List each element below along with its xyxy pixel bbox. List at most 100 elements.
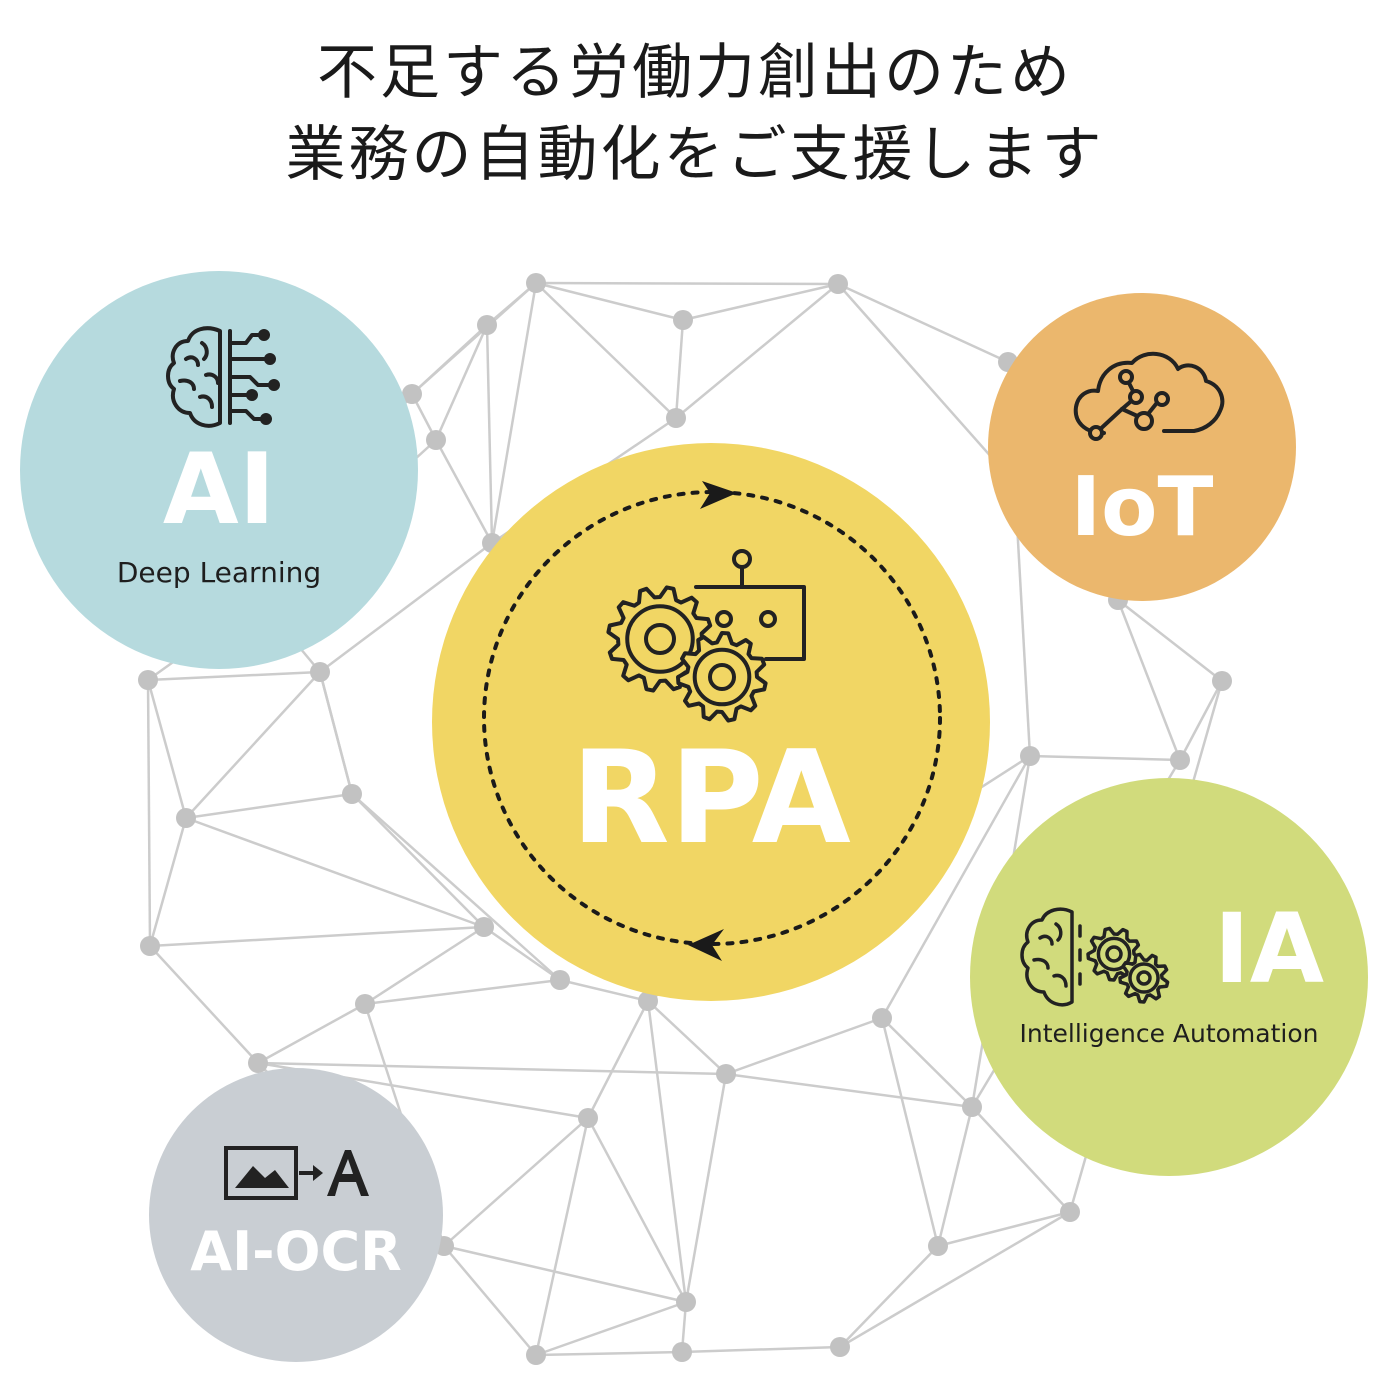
network-edge bbox=[725, 1072, 973, 1109]
network-node bbox=[828, 274, 848, 294]
network-node bbox=[477, 315, 497, 335]
iot-circle: IoT bbox=[988, 293, 1296, 601]
network-edge bbox=[149, 925, 485, 948]
network-node bbox=[474, 917, 494, 937]
network-node bbox=[1020, 746, 1040, 766]
network-edge bbox=[586, 1000, 650, 1119]
cycle-arrows-icon bbox=[482, 481, 942, 961]
network-node bbox=[673, 310, 693, 330]
image-to-text-icon bbox=[224, 1146, 369, 1200]
network-edge bbox=[351, 793, 485, 928]
network-edge bbox=[147, 670, 321, 682]
network-edge bbox=[1116, 599, 1182, 761]
rpa-circle: RPA bbox=[432, 443, 990, 1001]
network-edge bbox=[535, 281, 839, 286]
headline: 不足する労働力創出のため 業務の自動化をご支援します bbox=[0, 32, 1390, 196]
headline-line-2: 業務の自動化をご支援します bbox=[285, 120, 1105, 190]
network-edge bbox=[411, 324, 488, 395]
network-node bbox=[310, 662, 330, 682]
network-edge bbox=[146, 679, 152, 947]
network-edge bbox=[971, 1106, 1071, 1213]
ai-ocr-circle: AI-OCR bbox=[149, 1068, 443, 1362]
network-edge bbox=[674, 319, 685, 419]
network-edge bbox=[839, 1210, 1071, 1349]
network-edge bbox=[559, 978, 649, 1003]
network-node bbox=[526, 1345, 546, 1365]
ai-title: AI bbox=[162, 433, 276, 547]
network-node bbox=[578, 1108, 598, 1128]
network-node bbox=[402, 384, 422, 404]
network-node bbox=[526, 273, 546, 293]
network-edge bbox=[675, 283, 839, 419]
network-node bbox=[248, 1053, 268, 1073]
network-edge bbox=[185, 671, 321, 819]
network-node bbox=[176, 808, 196, 828]
network-edge bbox=[148, 817, 188, 947]
network-edge bbox=[1029, 754, 1181, 762]
network-edge bbox=[684, 1073, 728, 1303]
network-node bbox=[638, 991, 658, 1011]
network-edge bbox=[647, 1000, 727, 1075]
ai-subtitle: Deep Learning bbox=[116, 556, 322, 589]
network-edge bbox=[534, 1117, 590, 1356]
network-edge bbox=[319, 542, 493, 673]
ia-title: IA bbox=[1213, 893, 1324, 1005]
network-node bbox=[962, 1097, 982, 1117]
headline-line-1: 不足する労働力創出のため bbox=[317, 38, 1073, 108]
network-node bbox=[342, 784, 362, 804]
network-node bbox=[355, 994, 375, 1014]
network-node bbox=[1060, 1202, 1080, 1222]
rpa-title: RPA bbox=[571, 724, 851, 873]
network-node bbox=[872, 1008, 892, 1028]
network-node bbox=[1170, 750, 1190, 770]
robot-gears-icon bbox=[606, 549, 806, 723]
network-node bbox=[830, 1337, 850, 1357]
network-node bbox=[672, 1342, 692, 1362]
network-edge bbox=[535, 281, 684, 322]
network-edge bbox=[434, 324, 489, 441]
network-edge bbox=[1178, 680, 1224, 761]
network-edge bbox=[937, 1210, 1071, 1248]
network-edge bbox=[146, 679, 188, 819]
network-edge bbox=[880, 1017, 940, 1247]
network-edge bbox=[881, 1017, 973, 1108]
network-node bbox=[550, 970, 570, 990]
network-edge bbox=[257, 1002, 366, 1065]
network-edge bbox=[364, 925, 485, 1006]
network-edge bbox=[364, 978, 561, 1006]
network-edge bbox=[681, 1345, 841, 1354]
network-edge bbox=[936, 1106, 974, 1247]
network-edge bbox=[443, 1244, 687, 1304]
network-node bbox=[676, 1292, 696, 1312]
network-edge bbox=[257, 1061, 727, 1076]
cloud-network-icon bbox=[1073, 351, 1225, 441]
network-edge bbox=[839, 1245, 939, 1348]
ia-circle: IA Intelligence Automation bbox=[970, 778, 1368, 1176]
network-edge bbox=[490, 282, 538, 544]
network-edge bbox=[483, 925, 561, 982]
network-edge bbox=[682, 282, 839, 322]
network-edge bbox=[434, 439, 494, 544]
ai-circle: AI Deep Learning bbox=[20, 271, 418, 669]
network-edge bbox=[880, 755, 1032, 1019]
network-edge bbox=[185, 792, 353, 820]
network-node bbox=[426, 430, 446, 450]
network-edge bbox=[535, 282, 677, 419]
network-node bbox=[716, 1064, 736, 1084]
network-node bbox=[666, 408, 686, 428]
network-edge bbox=[318, 671, 354, 795]
network-edge bbox=[646, 1000, 688, 1303]
network-edge bbox=[725, 1016, 883, 1076]
network-edge bbox=[1117, 599, 1223, 682]
network-edge bbox=[535, 1350, 683, 1357]
ia-subtitle: Intelligence Automation bbox=[1019, 1019, 1319, 1048]
network-edge bbox=[351, 793, 561, 981]
network-edge bbox=[837, 282, 1009, 364]
network-edge bbox=[149, 945, 259, 1064]
iot-title: IoT bbox=[1070, 460, 1214, 555]
network-node bbox=[140, 936, 160, 956]
brain-gears-icon bbox=[1020, 907, 1170, 1007]
network-node bbox=[928, 1236, 948, 1256]
ai-ocr-title: AI-OCR bbox=[190, 1220, 402, 1283]
